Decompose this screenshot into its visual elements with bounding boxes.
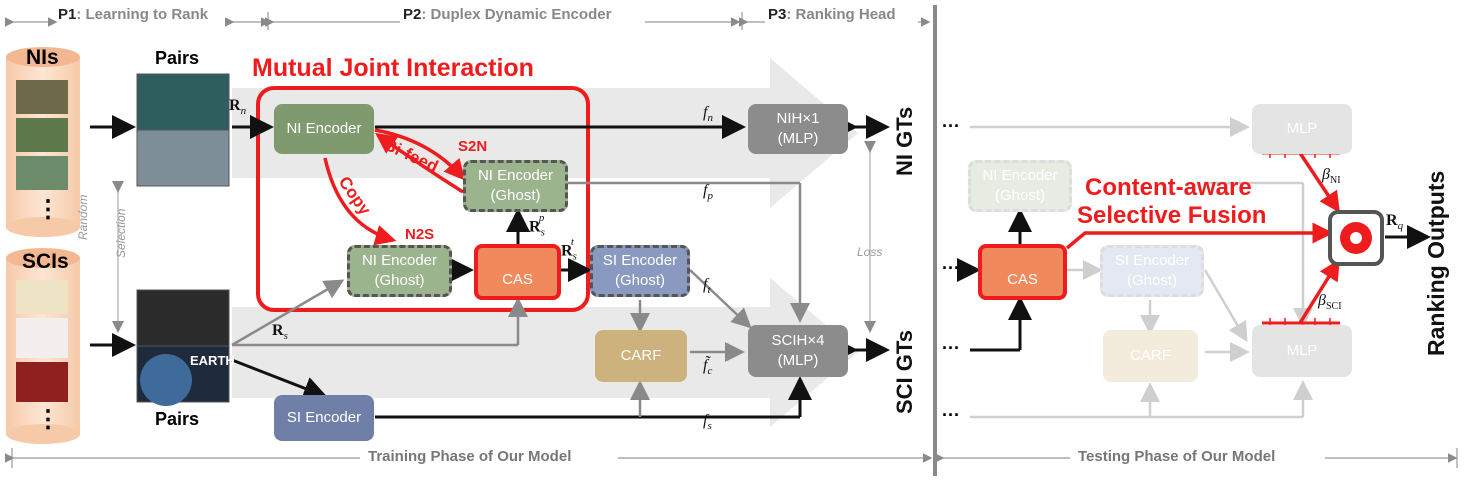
n2s-label: N2S: [405, 226, 435, 243]
test-si-encoder-ghost: SI Encoder(Ghost): [1100, 245, 1204, 297]
ni-encoder-ghost-s2n: NI Encoder(Ghost): [463, 160, 568, 212]
math-fp: fp: [703, 182, 713, 203]
pairs-bottom-label: Pairs: [155, 409, 200, 429]
ellipsis-2: ···: [942, 258, 960, 278]
math-fn: fn: [703, 104, 713, 125]
ni-thumb-3: [16, 156, 68, 190]
earth-label: EARTH: [190, 353, 235, 368]
cas-box: CAS: [474, 244, 561, 300]
pair-thumb-sci-1: [136, 289, 230, 347]
math-rq: Rq: [1386, 212, 1404, 233]
test-cas-box: CAS: [978, 244, 1067, 300]
header-p1: P1: Learning to Rank: [58, 6, 209, 23]
ellipsis-1: ···: [942, 116, 960, 136]
test-carf-box: CARF: [1103, 330, 1198, 382]
math-rst: Rst: [561, 236, 577, 263]
random-label: Random: [76, 194, 90, 240]
ranking-outputs-label: Ranking Outputs: [1423, 170, 1449, 356]
sci-thumb-1: [16, 280, 68, 314]
math-rs: Rs: [272, 322, 288, 343]
pairs-top-label: Pairs: [155, 48, 200, 68]
math-fs: fs: [703, 412, 712, 433]
selection-label: Selection: [114, 208, 128, 258]
si-encoder-ghost: SI Encoder(Ghost): [590, 245, 690, 297]
math-rn: Rn: [229, 97, 247, 118]
si-encoder-box: SI Encoder: [274, 395, 374, 441]
selective-fusion-label: Selective Fusion: [1077, 202, 1267, 229]
top-flow-arrow: [232, 58, 858, 208]
pair-thumb-ni-1: [136, 73, 230, 131]
pair-thumb-ni-2: [136, 129, 230, 187]
header-p2: P2: Duplex Dynamic Encoder: [403, 6, 612, 23]
training-phase-label: Training Phase of Our Model: [368, 448, 572, 465]
ni-encoder-ghost-n2s: NI Encoder(Ghost): [347, 245, 452, 297]
sci-thumb-2: [16, 318, 68, 358]
ni-thumb-2: [16, 118, 68, 152]
header-rulers: [4, 12, 1458, 468]
math-rsp: Rsp: [529, 212, 545, 239]
mutual-joint-interaction-title: Mutual Joint Interaction: [252, 54, 534, 82]
math-beta-sci: βSCI: [1318, 292, 1342, 313]
bottom-flow-arrow: [232, 278, 858, 427]
header-p3: P3: Ranking Head: [768, 6, 896, 23]
nis-dots: ⋮: [36, 196, 60, 223]
math-fc: f̃c: [703, 357, 713, 378]
mutual-interaction-frame: [256, 86, 590, 312]
loss-label: Loss: [857, 245, 883, 259]
ellipsis-3: ···: [942, 338, 960, 358]
test-ni-encoder-ghost: NI Encoder(Ghost): [968, 160, 1072, 212]
test-mlp-bottom: MLP: [1252, 325, 1352, 377]
ni-gts-label: NI GTs: [892, 106, 917, 176]
carf-box: CARF: [595, 330, 687, 382]
nis-label: NIs: [26, 46, 59, 69]
ni-thumb-1: [16, 80, 68, 114]
scis-dots: ⋮: [36, 406, 60, 433]
sci-gts-label: SCI GTs: [892, 330, 917, 414]
test-mlp-top: MLP: [1252, 104, 1352, 154]
ellipsis-4: ···: [942, 405, 960, 425]
ni-encoder-box: NI Encoder: [274, 104, 374, 154]
scih-box: SCIH×4(MLP): [748, 325, 848, 377]
math-beta-ni: βNI: [1322, 166, 1341, 187]
s2n-label: S2N: [458, 138, 488, 155]
content-aware-label: Content-aware: [1085, 174, 1252, 201]
sci-thumb-3: [16, 362, 68, 402]
math-ft: ft: [703, 276, 711, 297]
testing-phase-label: Testing Phase of Our Model: [1078, 448, 1276, 465]
nih-box: NIH×1(MLP): [748, 104, 848, 154]
scis-label: SCIs: [22, 250, 69, 273]
earth-globe: [140, 354, 192, 406]
